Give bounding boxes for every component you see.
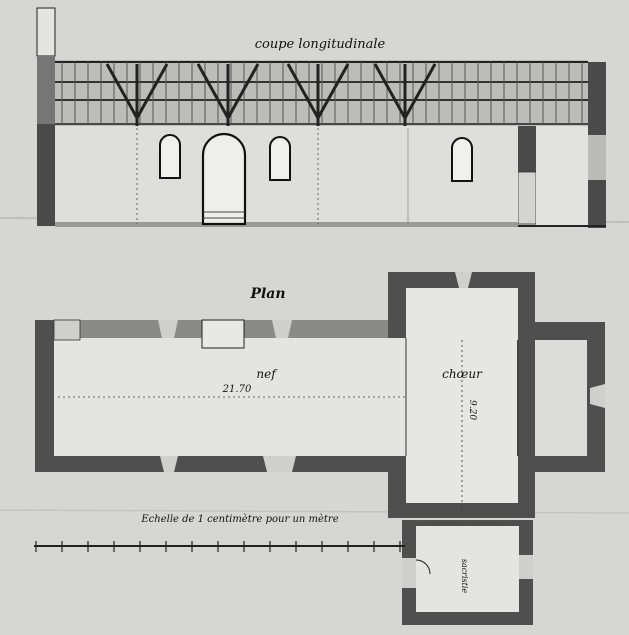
section-choir-wall-lower [517,171,537,225]
longitudinal-section: coupe longitudinale [36,7,606,228]
section-window [159,134,181,179]
plan-sacristy-door [402,558,416,588]
roof-trusses [105,63,437,134]
sacristy-label: sacristie [460,559,469,594]
section-floor [55,222,518,227]
plan-title: Plan [249,286,285,302]
section-chimney [36,7,56,57]
roof-truss [373,63,437,134]
plan-window-opening [590,384,605,408]
nave-label: nef [256,367,278,381]
plan-door-swing [415,559,431,575]
section-right-wall-opening [588,135,606,180]
roof-truss [286,63,350,134]
plan-side-room-interior [535,340,587,456]
floor-plan: 21.70 9.20 Plan nef chœur sacristie [35,272,605,625]
scale-ticks [35,541,401,552]
plan-window-opening [160,456,178,472]
plan-window-opening [455,272,472,288]
section-window [451,137,473,182]
section-left-wall-upper [37,56,55,124]
plan-main-door [201,319,245,349]
plan-window-opening [263,456,296,472]
nave-dimension: 21.70 [222,384,252,395]
plan-window-opening [158,320,178,338]
section-window [269,136,291,181]
scale-bar: Echelle de 1 centimètre pour un mètre [34,514,405,552]
plan-sacristy-interior [416,526,519,612]
scale-label: Echelle de 1 centimètre pour un mètre [140,514,338,525]
roof-rafters [61,62,583,124]
choir-dimension: 9.20 [467,400,477,420]
plan-sacristy-window [519,555,533,579]
section-door [201,132,247,226]
section-title: coupe longitudinale [255,37,386,52]
plan-window-opening [272,320,292,338]
section-choir-interior [536,126,588,226]
choir-label: chœur [442,367,483,381]
plan-corner-block [53,319,81,341]
roof-truss [196,63,260,134]
roof-truss [105,63,169,134]
